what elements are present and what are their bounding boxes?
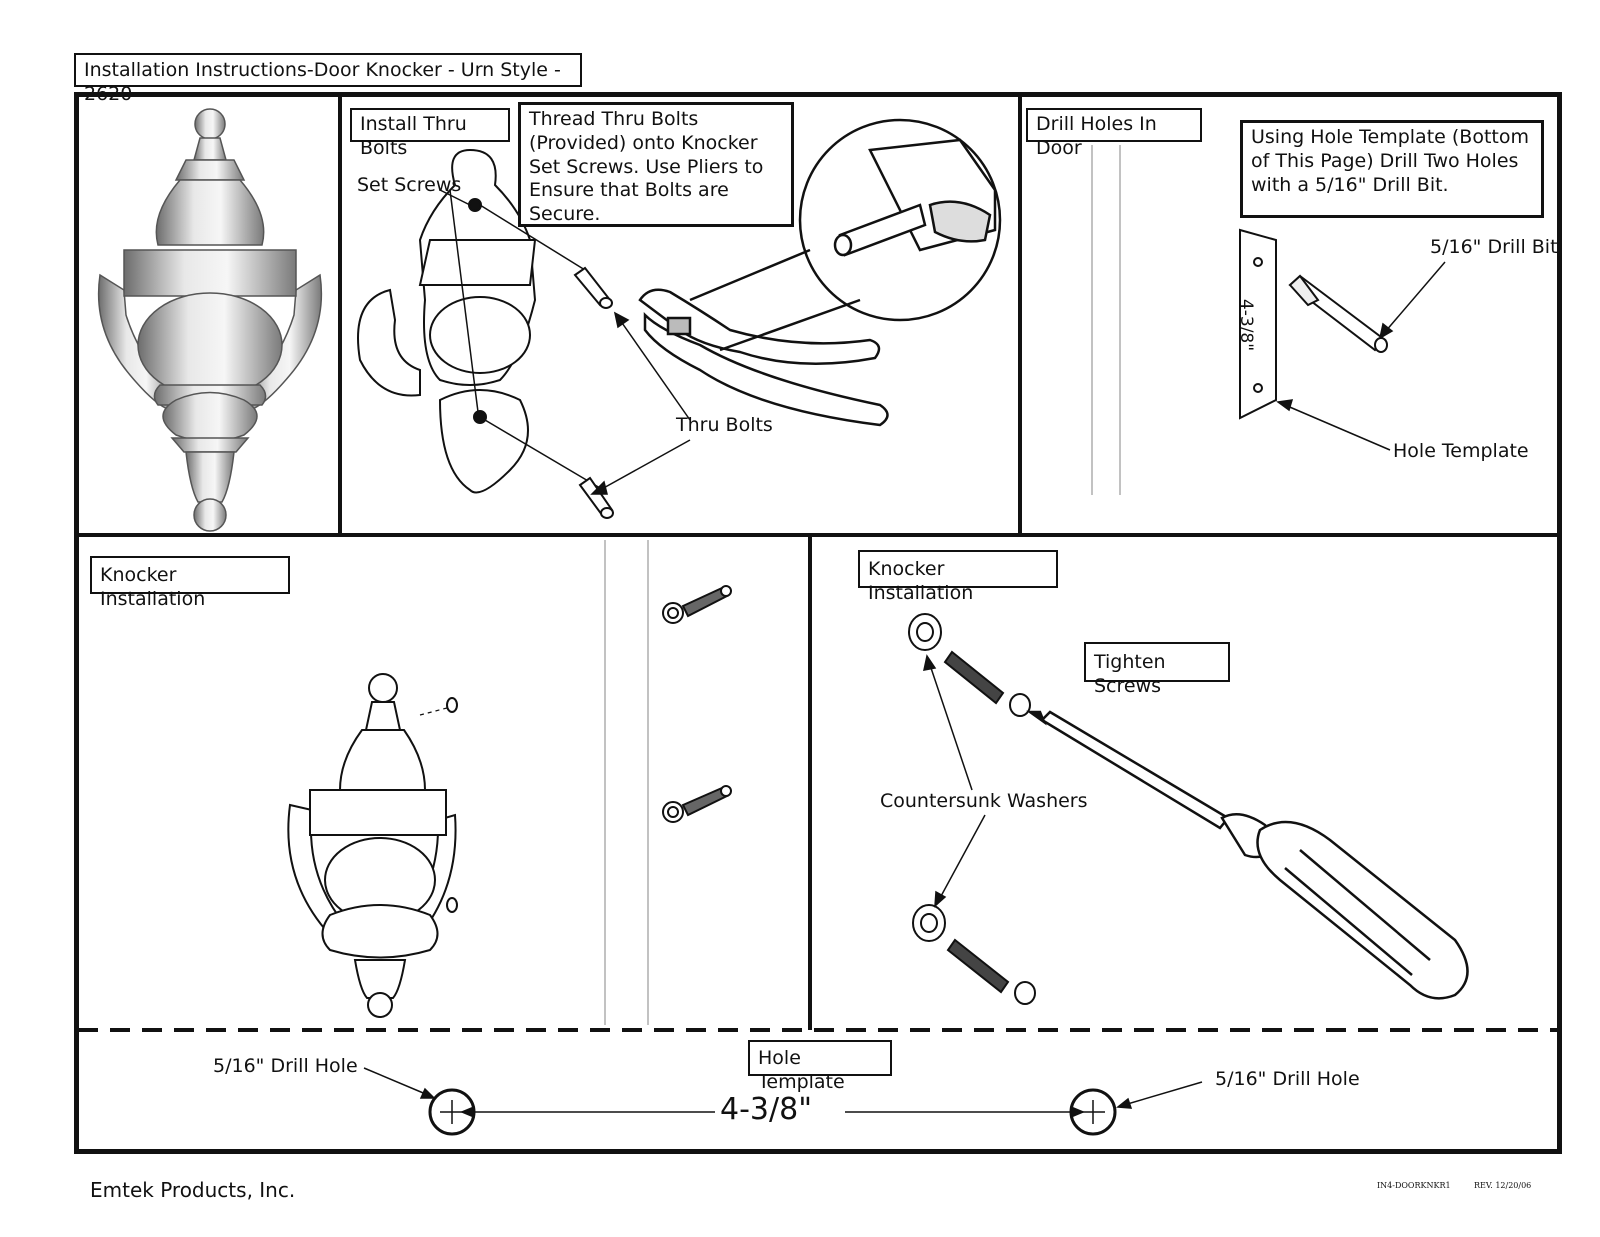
template-strip-dimension: 4-3/8": [1236, 298, 1257, 352]
thru-bolt-arrows: [590, 311, 691, 495]
left-drill-hole-label: 5/16" Drill Hole: [213, 1055, 358, 1077]
document-code: IN4-DOORKNKR1: [1377, 1181, 1451, 1190]
washer-upper: [908, 613, 942, 651]
hole-template-heading: Hole Template: [748, 1040, 892, 1093]
tighten-screws-label: Tighten Screws: [1084, 642, 1230, 697]
screws-step3: [662, 585, 732, 823]
right-drill-hole-label: 5/16" Drill Hole: [1215, 1068, 1360, 1090]
document-title: Installation Instructions-Door Knocker -…: [74, 53, 582, 105]
knocker-outline-step3: [287, 673, 458, 1018]
door-edge-step3: [604, 540, 649, 1025]
washer-arrows: [923, 654, 986, 908]
template-dimension: 4-3/8": [720, 1092, 812, 1127]
thru-bolt-upper: [573, 266, 613, 309]
step-drill-holes: Drill Holes In Door: [1026, 108, 1202, 159]
screwdriver: [1026, 710, 1469, 1000]
drill-bit-label: 5/16" Drill Bit: [1430, 236, 1558, 258]
knocker-render: [97, 108, 323, 532]
bolt-guides: [439, 189, 601, 489]
hole-template-strip: [1239, 228, 1277, 420]
hole-template-label: Hole Template: [1393, 440, 1529, 462]
revision-date: REV. 12/20/06: [1474, 1181, 1532, 1190]
set-screws-label: Set Screws: [357, 174, 462, 196]
step-knocker-installation-right: Knocker Installation: [858, 550, 1058, 604]
instruction-frame: [74, 92, 1562, 1154]
step2-note: Using Hole Template (Bottom of This Page…: [1240, 120, 1544, 218]
knocker-outline-step1: [357, 148, 537, 494]
step2-arrows: [1276, 261, 1446, 451]
company-name: Emtek Products, Inc.: [90, 1178, 296, 1202]
step-install-thru-bolts: Install Thru Bolts: [350, 108, 510, 159]
countersunk-washers-label: Countersunk Washers: [880, 790, 1088, 812]
screw-upper: [943, 650, 1031, 717]
template-dimension-line: [460, 1105, 1085, 1119]
bolt-alignment: [419, 707, 448, 716]
pliers: [638, 288, 889, 427]
step-knocker-installation-left: Knocker Installation: [90, 556, 290, 610]
screw-lower: [946, 938, 1036, 1005]
thru-bolts-label: Thru Bolts: [676, 414, 773, 436]
door-edge-step2: [1091, 145, 1121, 495]
template-label-arrows: [363, 1067, 1203, 1109]
zoom-circle: [689, 118, 1002, 352]
panel-dividers: [76, 95, 1560, 1030]
washer-lower: [912, 904, 946, 942]
step1-note: Thread Thru Bolts (Provided) onto Knocke…: [518, 102, 794, 227]
thru-bolt-lower: [578, 476, 614, 519]
drill-bit: [1288, 274, 1388, 353]
